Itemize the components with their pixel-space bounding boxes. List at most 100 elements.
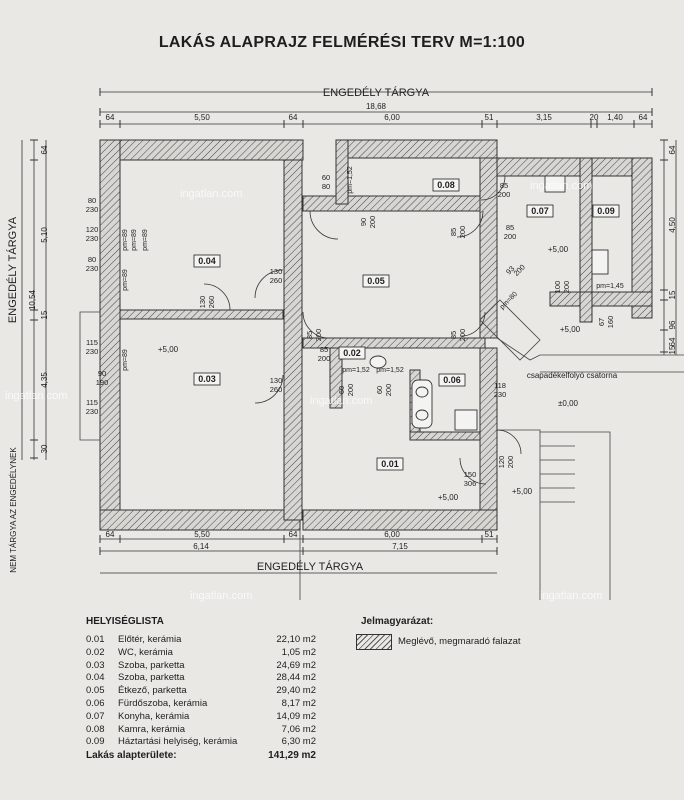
dimension-ticks [30,88,668,555]
dim-top: 64 [639,113,648,122]
watermark: ingatlan.com [190,590,253,602]
room-list-row: 0.01 Előtér, kerámia 22,10 m2 [86,634,316,647]
level-marker: +5,00 [560,325,581,334]
opening-dim: 230 [86,407,99,416]
room-num: 0.03 [86,659,105,671]
dim-left: 4,35 [40,372,49,388]
room-num: 0.02 [86,646,105,658]
toilet-icon [369,355,387,369]
opening-dim: 200 [504,232,517,241]
pm-label: pm=89 [122,269,129,291]
room-label: 0.05 [367,276,385,286]
opening-dim: 130 [270,267,283,276]
room-label: 0.07 [531,206,549,216]
opening-dim: 90 [98,369,106,378]
dim-overall-top: 18,68 [366,102,387,111]
room-name: Kamra, kerámia [118,723,186,735]
opening-dim: 150 [464,470,477,479]
room-label-box [432,178,460,192]
dim-bottom: 51 [485,530,494,539]
opening-dim: 200 [318,354,331,363]
engedely-bottom-label: ENGEDÉLY TÁRGYA [257,560,364,573]
pm-label: pm=89 [122,229,129,251]
sanitary-fixtures [369,175,609,431]
opening-dim: 160 [606,316,615,329]
opening-dim: 85 [449,331,458,339]
room-label-box [376,457,404,471]
room-area: 7,06 m2 [281,723,316,735]
opening-dim: 260 [207,296,216,309]
dim-bottom-2: 7,15 [392,542,408,551]
room-label-box [438,373,466,387]
dim-top: 20 [590,113,599,122]
pm-label: pm=89 [122,349,129,371]
room-area: 22,10 m2 [276,634,316,645]
nem-targya-label: NEM TÁRGYA AZ ENGEDÉLYNEK [9,447,18,573]
opening-dim: 85 [506,223,514,232]
watermark: ingatlan.com [310,395,373,407]
dim-bottom: 64 [106,530,115,539]
room-area: 29,40 m2 [276,685,316,697]
opening-dim: 200 [562,281,571,294]
dim-right: 96 [668,320,677,329]
room-label: 0.02 [343,348,361,358]
opening-dim: 100 [553,281,562,294]
total-area-label: Lakás alapterülete: [86,750,177,761]
dim-top: 5,50 [194,113,210,122]
dim-bottom: 6,00 [384,530,400,539]
room-num: 0.01 [86,634,105,645]
dim-bottom-2: 6,14 [193,542,209,551]
opening-dim: 190 [96,378,109,387]
room-label-box [592,204,620,218]
opening-dim: 60 [375,386,384,394]
room-num: 0.06 [86,698,105,709]
dim-right: 15 [668,345,677,354]
pm-label: pm=1,45 [596,283,624,290]
opening-dim: 306 [464,479,477,488]
level-marker: +5,00 [512,487,533,496]
exterior-outline [79,299,684,600]
room-area: 14,09 m2 [276,710,316,722]
room-area: 1,05 m2 [281,646,316,658]
opening-dim: 67 [597,318,606,326]
dim-left: 30 [40,444,49,453]
dim-left-total: 10,54 [28,289,37,310]
opening-dim: 200 [458,329,467,342]
dim-bottom: 64 [289,530,298,539]
watermark: ingatlan.com [5,390,68,402]
room-name: Előtér, kerámia [118,634,182,645]
pm-label: pm=1,52 [347,166,354,194]
dim-right: 64 [668,337,677,346]
hatch-swatch [356,634,392,650]
opening-dim: 80 [88,196,96,205]
dimension-lines [21,91,677,574]
watermark: ingatlan.com [180,188,243,200]
walls [99,139,653,531]
room-num: 0.05 [86,685,105,697]
room-label: 0.01 [381,459,399,469]
opening-dim: 60 [322,173,330,182]
room-num: 0.07 [86,710,105,722]
dim-bottom: 5,50 [194,530,210,539]
dim-top: 6,00 [384,113,400,122]
legend-title: Jelmagyarázat: [361,616,434,627]
room-num: 0.04 [86,672,105,684]
opening-dim: 85 [500,181,508,190]
opening-dim: 200 [384,384,393,397]
room-area: 24,69 m2 [276,659,316,671]
opening-dim: 200 [498,190,511,199]
kitchen-sink-icon [591,249,609,275]
opening-dim: 80 [88,255,96,264]
opening-dim: 200 [458,226,467,239]
opening-dim: 200 [314,329,323,342]
level-marker: ±0,00 [558,399,579,408]
room-label-box [362,274,390,288]
room-label: 0.04 [198,256,216,266]
opening-dim: 85 [305,331,314,339]
dim-left: 64 [40,145,49,154]
